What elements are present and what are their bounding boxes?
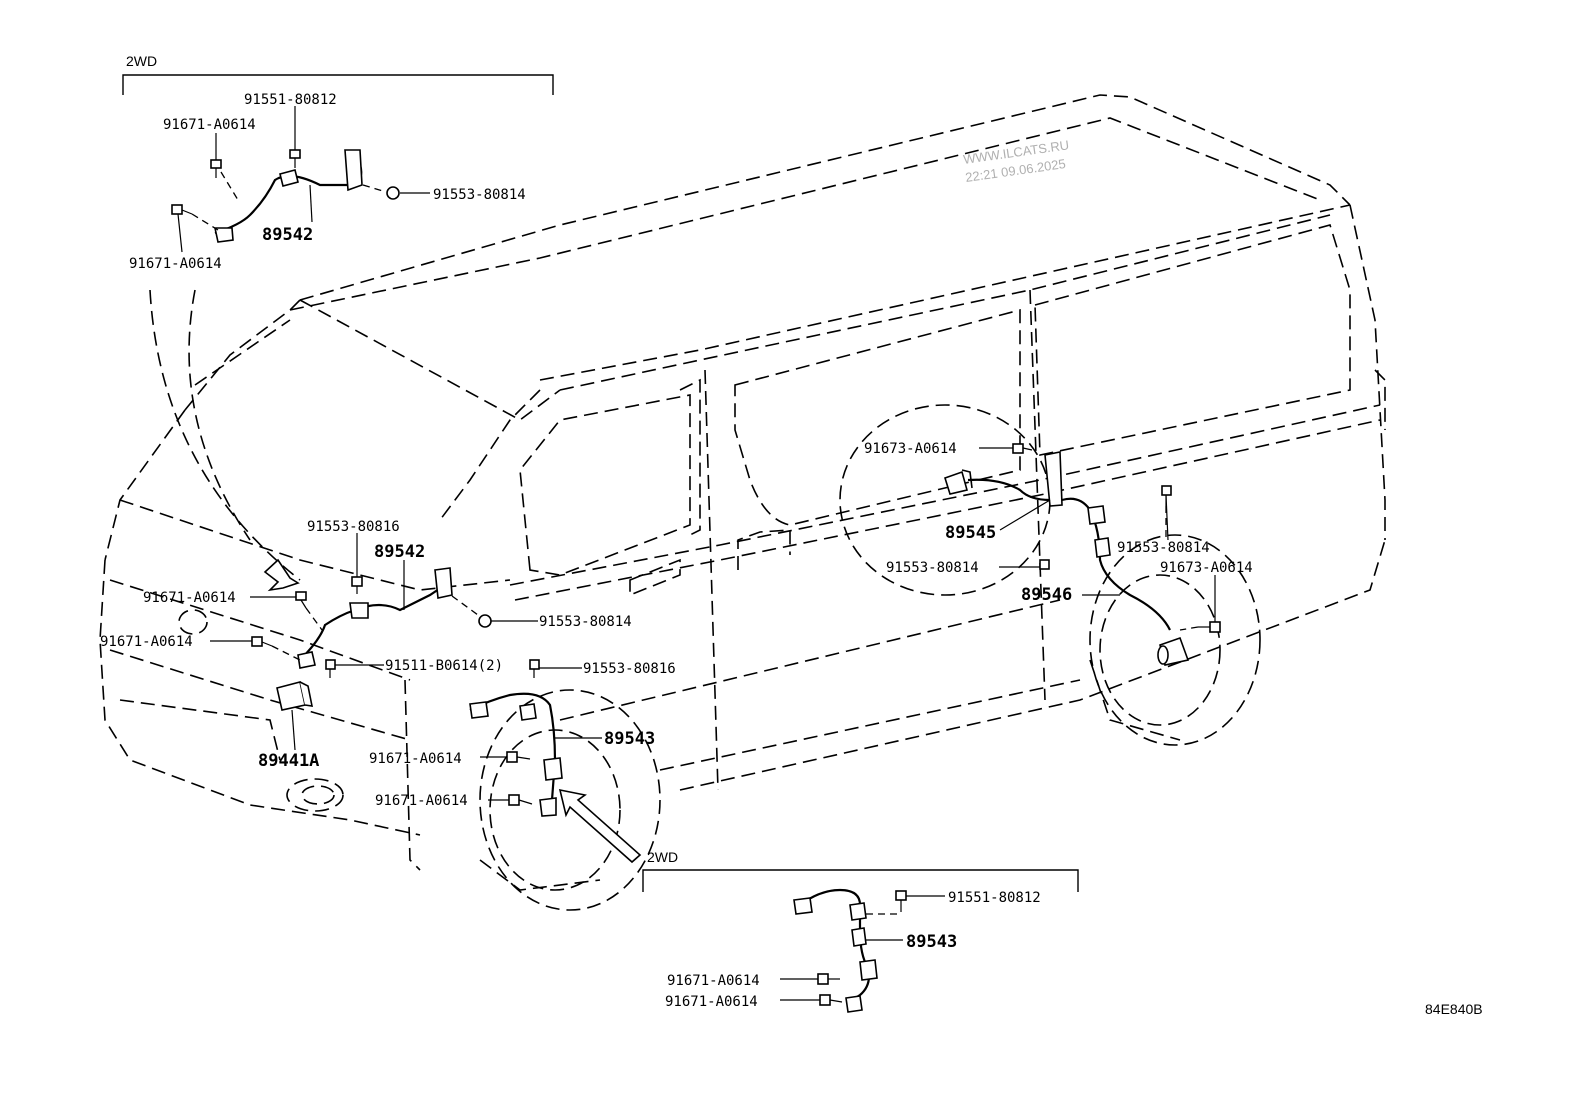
callout-91671-a0614: 91671-A0614 [369, 751, 462, 767]
bolt-icon [895, 890, 907, 912]
callout-91511-b0614: 91511-B0614(2) [385, 658, 503, 674]
bolt-icon [1039, 559, 1050, 570]
bolt-icon [171, 204, 193, 215]
bolt-icon [210, 159, 222, 178]
callout-89546: 89546 [1021, 585, 1072, 605]
bolt-icon [529, 659, 540, 678]
callout-91553-80814: 91553-80814 [433, 187, 526, 203]
van-outline [99, 94, 1386, 871]
callout-91551-80812: 91551-80812 [244, 92, 337, 108]
callout-91553-80814: 91553-80814 [886, 560, 979, 576]
bolt-icon [325, 659, 336, 678]
rear-sensor-harness [944, 443, 1221, 666]
callout-91671-a0614: 91671-A0614 [667, 973, 760, 989]
bolt-icon [1198, 621, 1221, 633]
grommet-icon [478, 614, 492, 628]
callout-91671-a0614: 91671-A0614 [100, 634, 193, 650]
callout-91671-a0614: 91671-A0614 [143, 590, 236, 606]
bolt-icon [817, 973, 840, 985]
callout-91671-a0614: 91671-A0614 [129, 256, 222, 272]
bolt-icon [506, 751, 531, 763]
callout-89441a: 89441A [258, 751, 319, 771]
bolt-icon [819, 994, 843, 1006]
arrow-icon [558, 788, 642, 864]
callout-91553-80816: 91553-80816 [583, 661, 676, 677]
callout-91553-80816: 91553-80816 [307, 519, 400, 535]
callout-91671-a0614: 91671-A0614 [665, 994, 758, 1010]
callout-91671-a0614: 91671-A0614 [375, 793, 468, 809]
bolt-icon [351, 576, 363, 594]
callout-89543: 89543 [906, 932, 957, 952]
bolt-icon [1012, 443, 1033, 454]
callout-91673-a0614: 91673-A0614 [864, 441, 957, 457]
front-wheel [479, 689, 661, 911]
section-label-2wd-front: 2WD [126, 53, 157, 69]
bottom-inset-bracket: 2WD [642, 849, 1079, 892]
callout-89545: 89545 [945, 523, 996, 543]
bolt-icon [289, 149, 301, 168]
top-inset-bracket: 2WD [122, 53, 554, 95]
section-label-2wd-rear: 2WD [647, 849, 678, 865]
callout-89542: 89542 [262, 225, 313, 245]
diagram-reference-code: 84E840B [1425, 1001, 1483, 1017]
bolt-icon [508, 794, 533, 806]
callout-91671-a0614: 91671-A0614 [163, 117, 256, 133]
bolt-icon [295, 591, 307, 609]
grommet-icon [386, 186, 400, 200]
callout-91673-a0614: 91673-A0614 [1160, 560, 1253, 576]
arrow-icon [263, 558, 300, 592]
callout-91551-80812: 91551-80812 [948, 890, 1041, 906]
front-sensor-harness [210, 533, 602, 817]
inset-front-sensor-harness [171, 106, 430, 253]
callout-89543: 89543 [604, 729, 655, 749]
callout-91553-80814: 91553-80814 [1117, 540, 1210, 556]
callout-91553-80814: 91553-80814 [539, 614, 632, 630]
bolt-icon [251, 636, 273, 647]
rear-wheel [1089, 534, 1261, 746]
inset-leader-curve [149, 289, 301, 581]
inset-rear-sensor-harness [780, 888, 945, 1013]
callout-89542: 89542 [374, 542, 425, 562]
